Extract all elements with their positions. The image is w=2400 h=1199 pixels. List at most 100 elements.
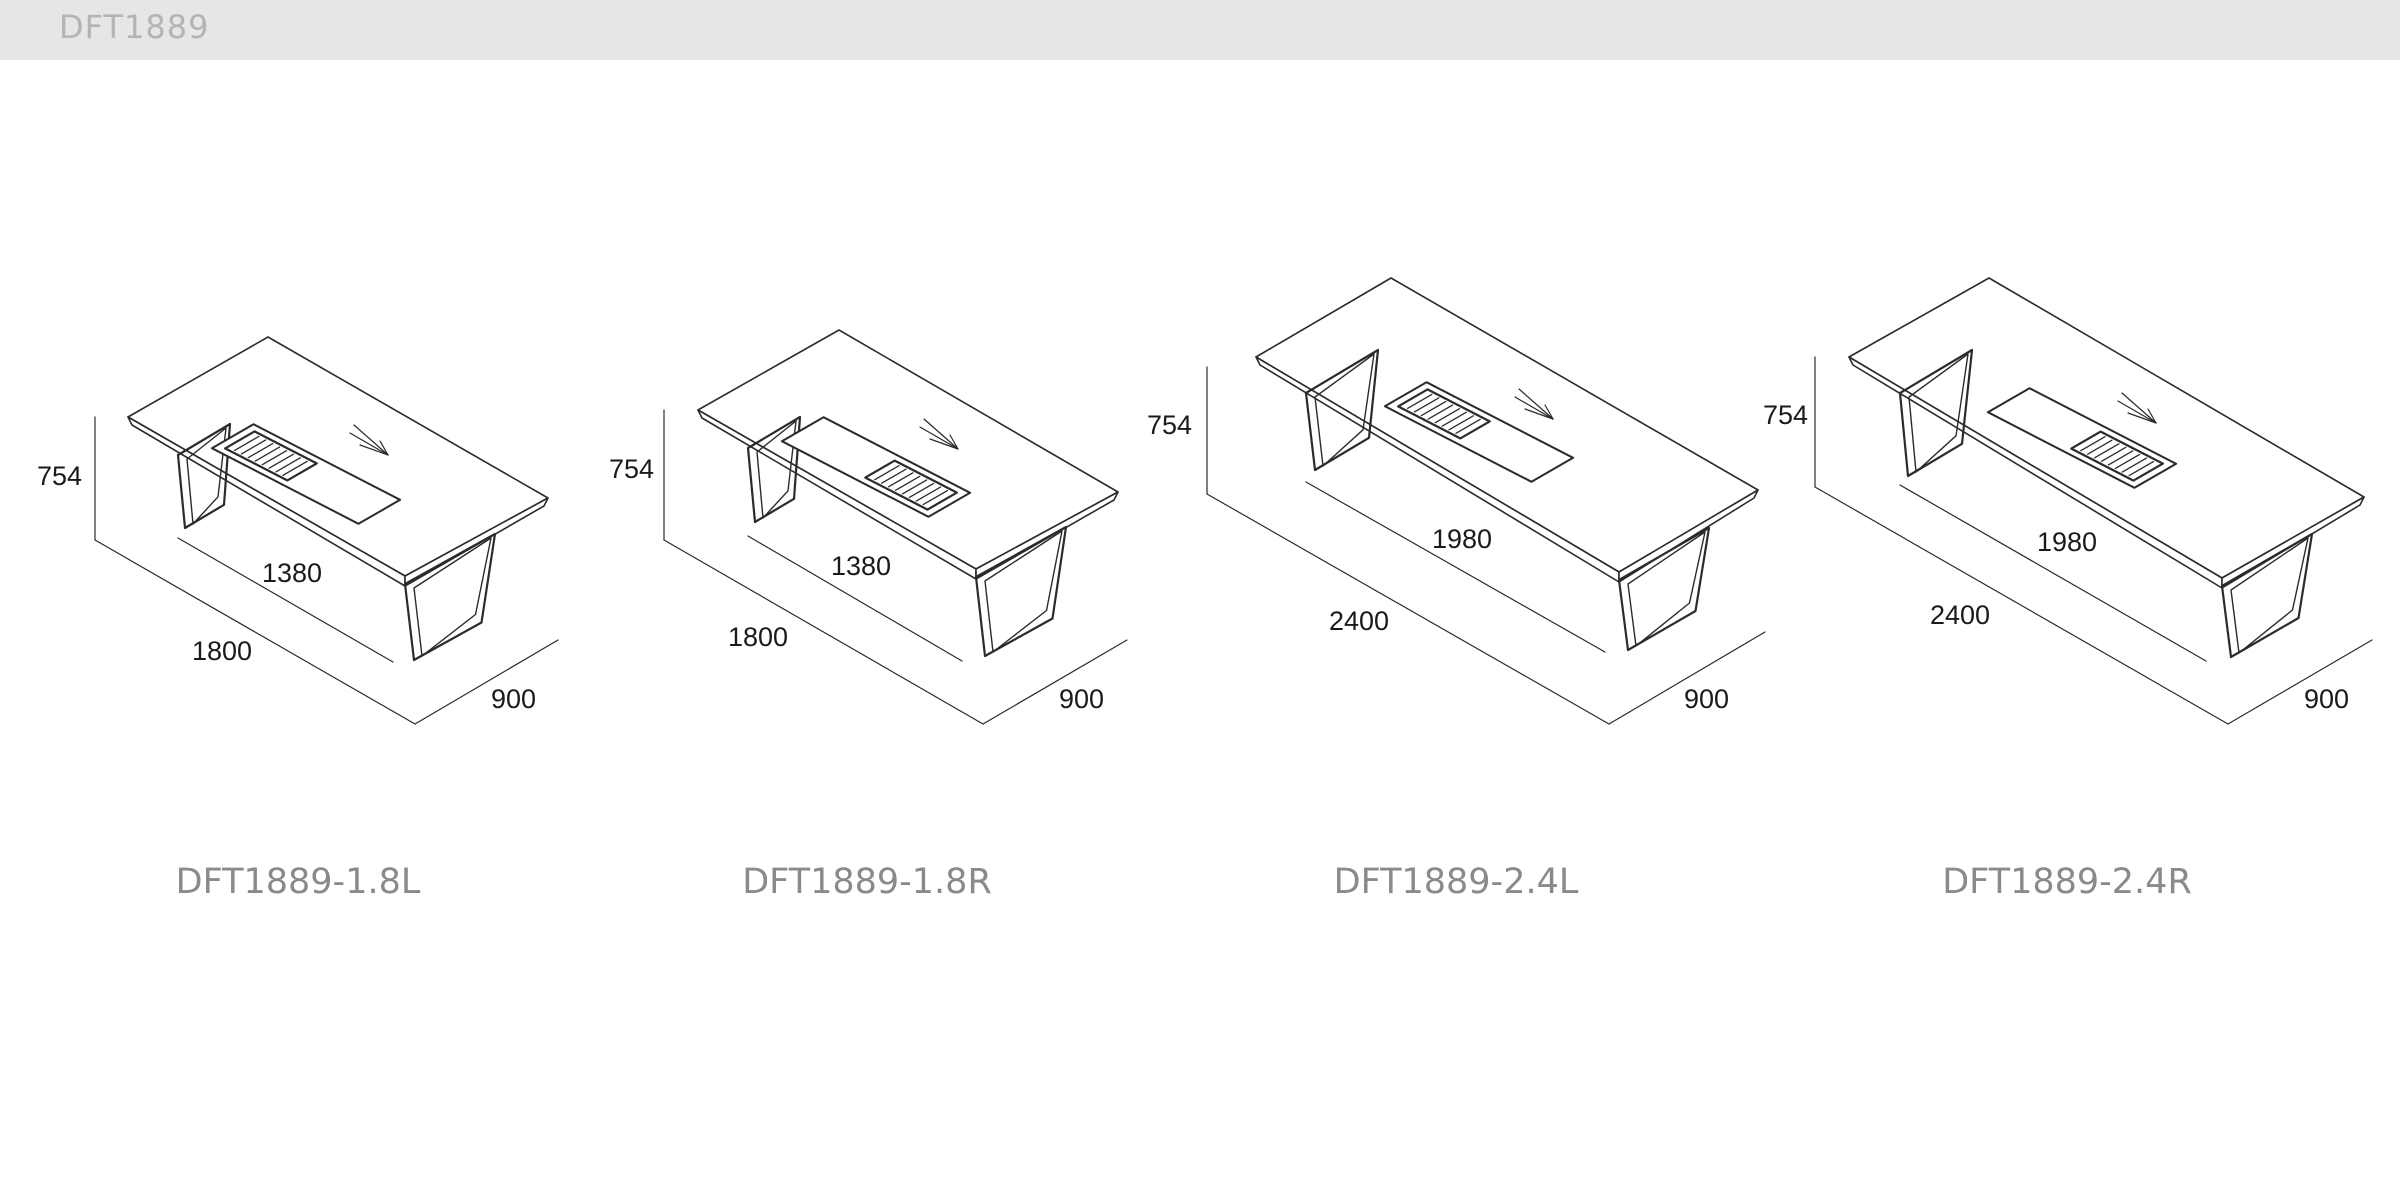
length-dimension-line xyxy=(94,539,416,725)
tea-tray-grill-slot xyxy=(1427,404,1454,420)
inner-length-dimension: 1380 xyxy=(262,558,322,588)
surface-marking xyxy=(1544,404,1554,420)
depth-dimension: 900 xyxy=(1684,684,1729,714)
table-drawing-2-4l: 754 1980 2400 900 xyxy=(1147,277,1766,725)
inner-length-dimension: 1980 xyxy=(1432,524,1492,554)
depth-dimension-line xyxy=(982,639,1128,725)
length-dimension: 2400 xyxy=(1930,600,1990,630)
surface-marking xyxy=(2127,412,2157,424)
table-leg-frame xyxy=(403,532,497,662)
table-leg-inner xyxy=(1314,353,1375,467)
inner-length-dimension: 1380 xyxy=(831,551,891,581)
depth-dimension-line xyxy=(2227,639,2373,725)
tea-tray-grill-slot xyxy=(887,472,914,488)
tea-tray-grill-slot xyxy=(282,460,308,477)
height-dimension: 754 xyxy=(609,454,654,484)
depth-dimension: 900 xyxy=(491,684,536,714)
table-leg-frame xyxy=(746,415,802,524)
surface-marking xyxy=(353,424,389,456)
surface-marking xyxy=(379,440,389,456)
length-dimension: 2400 xyxy=(1329,606,1389,636)
tea-tray-grill-slot xyxy=(922,489,949,506)
table-leg-inner xyxy=(413,537,492,657)
table-drawing-2-4r: 754 1980 2400 900 xyxy=(1763,277,2373,725)
tea-tray-grill-slot xyxy=(901,479,928,495)
inner-length-dimension: 1980 xyxy=(2037,527,2097,557)
tea-tray-grill-slot xyxy=(894,475,921,491)
table-leg-frame xyxy=(2220,532,2314,659)
inner-length-dimension-line xyxy=(747,535,963,662)
tea-tray-grill-slot xyxy=(240,439,267,455)
tea-tray-grill-slot xyxy=(1455,418,1481,435)
height-dimension: 754 xyxy=(1763,400,1808,430)
surface-marking xyxy=(359,444,389,456)
table-linework xyxy=(94,336,559,725)
table-leg-inner xyxy=(1627,531,1706,647)
surface-marking xyxy=(1524,408,1554,420)
model-label-2-4r: DFT1889-2.4R xyxy=(1942,862,2192,902)
surface-marking xyxy=(919,426,959,450)
height-dimension: 754 xyxy=(1147,410,1192,440)
tea-tray-grill-slot xyxy=(275,457,301,473)
length-dimension-line xyxy=(663,539,984,725)
model-label-2-4l: DFT1889-2.4L xyxy=(1333,862,1579,902)
table-leg-frame xyxy=(1304,348,1380,472)
surface-marking xyxy=(2121,392,2157,424)
tea-tray-grill-slot xyxy=(2100,446,2127,462)
tea-tray-grill xyxy=(2070,430,2164,482)
length-dimension: 1800 xyxy=(728,622,788,652)
table-leg-inner xyxy=(186,427,227,525)
table-linework xyxy=(1814,277,2373,725)
table-leg-inner xyxy=(2230,537,2309,654)
length-dimension-line xyxy=(1206,493,1610,725)
table-leg-frame xyxy=(1617,526,1711,652)
tea-tray-grill-slot xyxy=(1441,411,1468,427)
model-label-1-8r: DFT1889-1.8R xyxy=(742,862,992,902)
model-label-1-8l: DFT1889-1.8L xyxy=(175,862,421,902)
tea-tray-grill-slot xyxy=(915,486,942,502)
inner-length-dimension-line xyxy=(1305,481,1606,653)
surface-marking xyxy=(2147,408,2157,424)
tea-tray-grill-slot xyxy=(233,435,260,452)
tea-tray-grill-slot xyxy=(874,464,900,481)
tea-tray-grill-slot xyxy=(2128,460,2155,477)
surface-marking xyxy=(1518,388,1554,420)
length-dimension-line xyxy=(1814,486,2229,725)
inner-length-dimension-line xyxy=(1899,484,2207,662)
table-drawing-1-8l: 754 1380 1800 900 xyxy=(37,336,559,725)
tea-tray-grill-slot xyxy=(1413,397,1440,413)
tea-tray-grill xyxy=(224,430,318,482)
surface-marking xyxy=(949,434,959,450)
surface-marking xyxy=(929,438,959,450)
tea-tray-grill-slot xyxy=(247,442,274,459)
depth-dimension: 900 xyxy=(1059,684,1104,714)
tea-tray-grill-slot xyxy=(1448,415,1474,431)
tea-tray-grill-slot xyxy=(2107,450,2134,466)
height-dimension: 754 xyxy=(37,461,82,491)
tea-tray-grill-slot xyxy=(254,446,281,462)
table-linework xyxy=(663,329,1128,725)
tea-tray-grill-slot xyxy=(2087,439,2113,455)
surface-marking xyxy=(923,418,959,450)
page-title: DFT1889 xyxy=(59,8,210,46)
table-linework xyxy=(1206,277,1766,725)
tea-tray-grill-slot xyxy=(1420,400,1447,417)
tea-tray-grill xyxy=(1396,388,1491,440)
tea-tray-grill xyxy=(864,459,959,511)
tea-tray-grill-slot xyxy=(881,468,907,484)
header-bar: DFT1889 xyxy=(0,0,2400,60)
tea-tray-grill-slot xyxy=(908,482,935,499)
tea-tray-grill-slot xyxy=(1434,408,1461,424)
tea-tray-grill-slot xyxy=(2121,457,2148,473)
tea-tray-grill-slot xyxy=(2114,453,2141,470)
tea-tray-grill-slot xyxy=(261,450,288,466)
surface-marking xyxy=(349,432,389,456)
depth-dimension-line xyxy=(1608,631,1766,725)
inner-length-dimension-line xyxy=(177,537,394,663)
table-drawing-1-8r: 754 1380 1800 900 xyxy=(609,329,1128,725)
length-dimension: 1800 xyxy=(192,636,252,666)
surface-marking xyxy=(2117,400,2157,424)
table-leg-frame xyxy=(974,525,1068,658)
table-leg-inner xyxy=(984,530,1063,653)
